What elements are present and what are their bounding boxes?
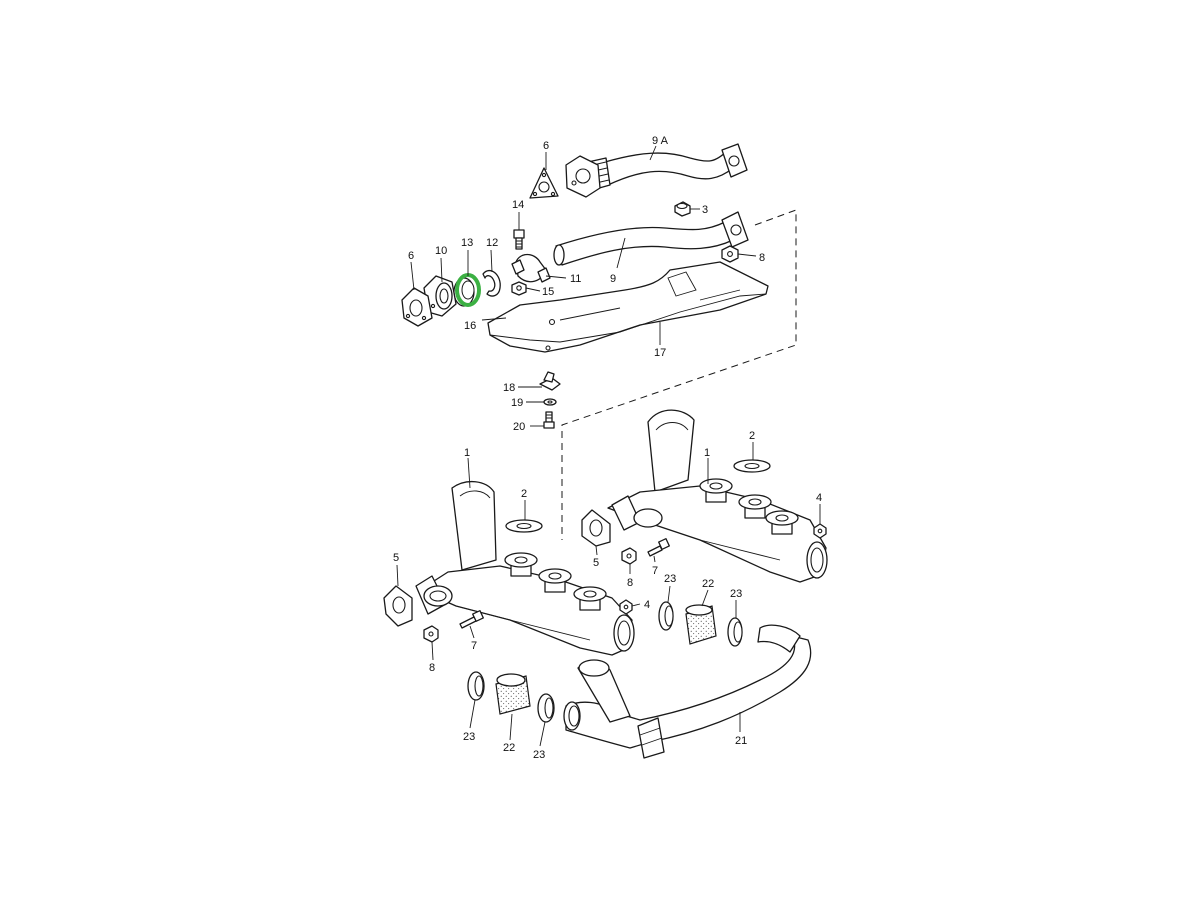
callout-8-left: 8 [429, 662, 435, 674]
callout-7-left: 7 [471, 640, 477, 652]
nut-4-mid[interactable] [619, 599, 633, 615]
pipe-9[interactable] [553, 211, 749, 266]
callout-7-mid: 7 [652, 565, 658, 577]
nut-15[interactable] [511, 281, 527, 296]
callout-6-left: 6 [408, 250, 414, 262]
pipe-9a[interactable] [565, 143, 748, 198]
bolt-20[interactable] [543, 411, 555, 429]
nut-8-left[interactable] [423, 625, 439, 643]
gasket-2-left[interactable] [505, 519, 543, 533]
clamp-23-lower-left[interactable] [467, 671, 485, 701]
callout-12: 12 [486, 237, 498, 249]
assembly-outline-dashed [561, 209, 797, 540]
callout-4-right: 4 [816, 492, 822, 504]
callout-5-left: 5 [393, 552, 399, 564]
callout-22-lower: 22 [503, 742, 515, 754]
callout-3: 3 [702, 204, 708, 216]
bolt-7-left[interactable] [459, 610, 484, 629]
bolt-14[interactable] [513, 229, 525, 250]
callout-14: 14 [512, 199, 524, 211]
nut-8-upper[interactable] [721, 245, 739, 263]
callout-8-mid: 8 [627, 577, 633, 589]
flange-5-mid[interactable] [581, 509, 611, 547]
nut-4-right[interactable] [813, 523, 827, 539]
y-pipe-21[interactable] [563, 624, 812, 759]
heat-shield-17[interactable] [487, 261, 769, 353]
callout-9a: 9 A [652, 135, 669, 147]
gasket-2-right[interactable] [733, 459, 771, 473]
flange-pipe-10[interactable] [423, 275, 457, 317]
flange-6-top[interactable] [529, 167, 559, 199]
callout-17: 17 [654, 347, 666, 359]
callout-2-left: 2 [521, 488, 527, 500]
clamp-23-upper-right[interactable] [727, 617, 743, 647]
nut-3[interactable] [674, 201, 691, 217]
ring-12[interactable] [482, 269, 501, 297]
clamp-11[interactable] [511, 253, 551, 283]
callout-23-lower-left: 23 [463, 731, 475, 743]
callout-16: 16 [464, 320, 476, 332]
callout-labels: 9 A 6 3 14 8 6 10 13 12 11 9 15 16 17 18… [393, 135, 822, 761]
washer-19[interactable] [543, 398, 557, 406]
muffler-22-upper[interactable] [685, 604, 717, 645]
callout-23-upper-right: 23 [730, 588, 742, 600]
bolt-7-mid[interactable] [647, 538, 670, 557]
clamp-23-lower-right[interactable] [537, 693, 555, 723]
callout-13: 13 [461, 237, 473, 249]
callout-8-upper: 8 [759, 252, 765, 264]
callout-5-mid: 5 [593, 557, 599, 569]
muffler-22-lower[interactable] [495, 673, 531, 715]
flange-5-left[interactable] [383, 585, 413, 627]
callout-2-right: 2 [749, 430, 755, 442]
flange-6-left[interactable] [401, 287, 433, 327]
callout-10: 10 [435, 245, 447, 257]
nut-8-mid[interactable] [621, 547, 637, 565]
seal-ring-13-highlighted[interactable] [453, 273, 481, 307]
callout-20: 20 [513, 421, 525, 433]
callout-18: 18 [503, 382, 515, 394]
callout-1-left: 1 [464, 447, 470, 459]
clamp-23-upper-left[interactable] [658, 601, 674, 631]
callout-23-lower-right: 23 [533, 749, 545, 761]
heat-exchanger-1-right[interactable] [607, 409, 828, 583]
callout-1-right: 1 [704, 447, 710, 459]
callout-6-top: 6 [543, 140, 549, 152]
callout-15: 15 [542, 286, 554, 298]
clip-nut-18[interactable] [539, 371, 561, 391]
callout-23-upper-left: 23 [664, 573, 676, 585]
callout-19: 19 [511, 397, 523, 409]
heat-exchanger-1-left[interactable] [415, 481, 635, 656]
callout-21: 21 [735, 735, 747, 747]
callout-9: 9 [610, 273, 616, 285]
callout-22-upper: 22 [702, 578, 714, 590]
callout-11: 11 [570, 273, 581, 285]
callout-4-mid: 4 [644, 599, 650, 611]
leader-lines [396, 145, 821, 747]
